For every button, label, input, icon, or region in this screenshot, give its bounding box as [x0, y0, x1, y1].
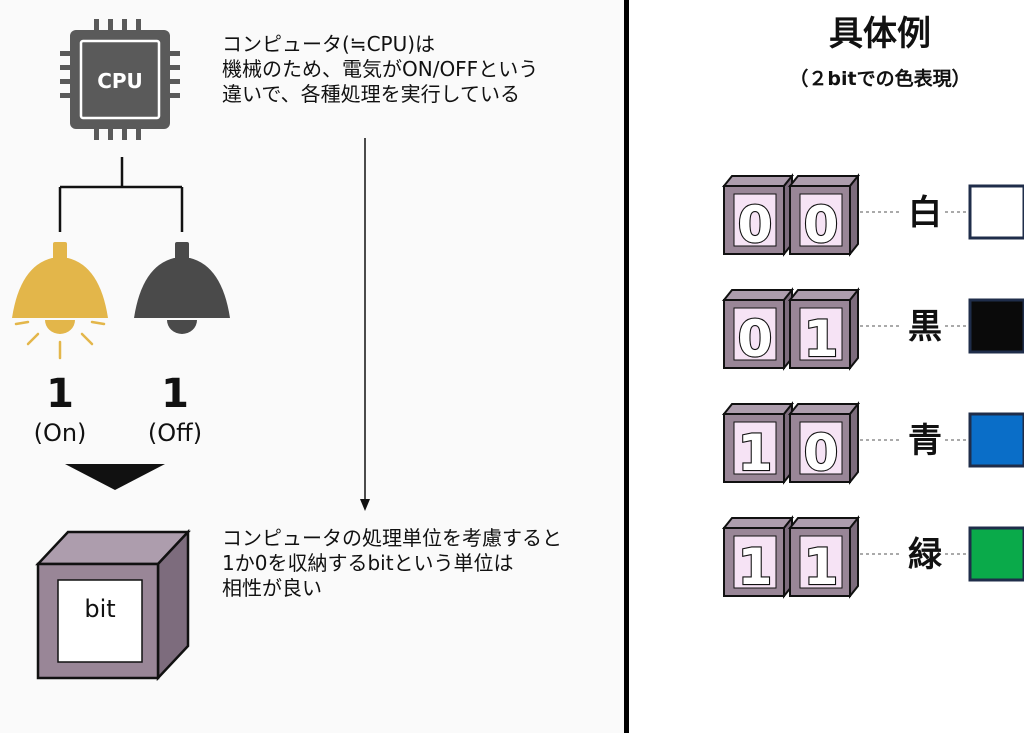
bulb-off-state: (Off): [147, 419, 203, 447]
bit-digit: 0: [804, 196, 839, 254]
bit-cube: 0: [787, 173, 861, 257]
bit-box-icon: [35, 528, 191, 682]
bit-cube: 0: [721, 287, 795, 371]
color-swatch: [968, 412, 1024, 468]
color-swatch: [968, 298, 1024, 354]
color-swatch: [968, 184, 1024, 240]
bulb-off-digit: 1: [161, 371, 189, 417]
bit-digit: 0: [738, 310, 773, 368]
down-arrow-triangle: [65, 464, 165, 490]
examples-title: 具体例: [829, 14, 931, 54]
bit-digit: 1: [738, 538, 773, 596]
bit-digit: 1: [738, 424, 773, 482]
color-name-label: 緑: [908, 535, 943, 575]
color-name-label: 白: [908, 193, 942, 233]
bit-cube: 1: [787, 515, 861, 599]
cpu-label: CPU: [97, 69, 143, 93]
color-name-label: 青: [908, 421, 942, 461]
lamp-off-icon: [134, 242, 230, 334]
bit-cube: 0: [787, 401, 861, 485]
examples-subtitle: （２bitでの色表現）: [789, 68, 971, 90]
bit-description: コンピュータの処理単位を考慮すると 1か0を収納するbitという単位は 相性が良…: [222, 526, 562, 600]
flow-arrow: [360, 138, 370, 511]
bit-cube: 0: [721, 173, 795, 257]
bit-cube: 1: [721, 401, 795, 485]
bit-digit: 1: [804, 538, 839, 596]
panel-divider: [624, 0, 629, 733]
bit-digit: 0: [804, 424, 839, 482]
bulb-on-digit: 1: [46, 371, 74, 417]
cpu-description: コンピュータ(≒CPU)は 機械のため、電気がON/OFFという 違いで、各種処…: [222, 32, 539, 106]
bit-cube: 1: [721, 515, 795, 599]
bit-digit: 1: [804, 310, 839, 368]
cpu-chip-icon: [60, 19, 180, 140]
color-swatch: [968, 526, 1024, 582]
color-name-label: 黒: [908, 307, 942, 347]
cpu-connector-lines: [58, 157, 184, 232]
lamp-on-icon: [12, 242, 108, 360]
bit-box-label: bit: [84, 595, 115, 623]
bit-digit: 0: [738, 196, 773, 254]
bit-cube: 1: [787, 287, 861, 371]
bulb-on-state: (On): [33, 419, 87, 447]
